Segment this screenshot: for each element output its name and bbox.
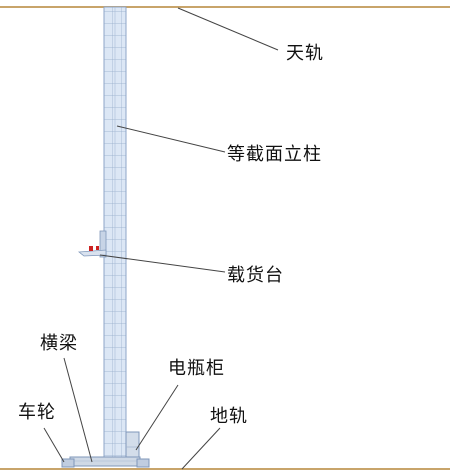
leader-top-rail xyxy=(177,7,279,51)
leader-mast xyxy=(116,125,226,153)
label-carriage: 载货台 xyxy=(227,265,284,286)
label-crossbeam: 横梁 xyxy=(40,333,78,354)
label-mast: 等截面立柱 xyxy=(227,144,322,165)
battery-cabinet xyxy=(125,431,140,463)
leader-crossbeam xyxy=(63,357,93,463)
leader-battery-cabinet xyxy=(135,384,179,451)
leader-ground-rail xyxy=(181,427,221,470)
leader-wheel xyxy=(43,427,65,463)
crossbeam xyxy=(69,456,141,467)
label-wheel: 车轮 xyxy=(18,402,56,423)
wheel-assembly xyxy=(61,458,150,468)
label-battery-cabinet: 电瓶柜 xyxy=(168,358,225,379)
label-ground-rail: 地轨 xyxy=(210,406,248,427)
carriage xyxy=(77,230,107,258)
leader-carriage xyxy=(99,254,226,273)
label-top-rail: 天轨 xyxy=(286,43,324,64)
mast xyxy=(103,6,127,460)
